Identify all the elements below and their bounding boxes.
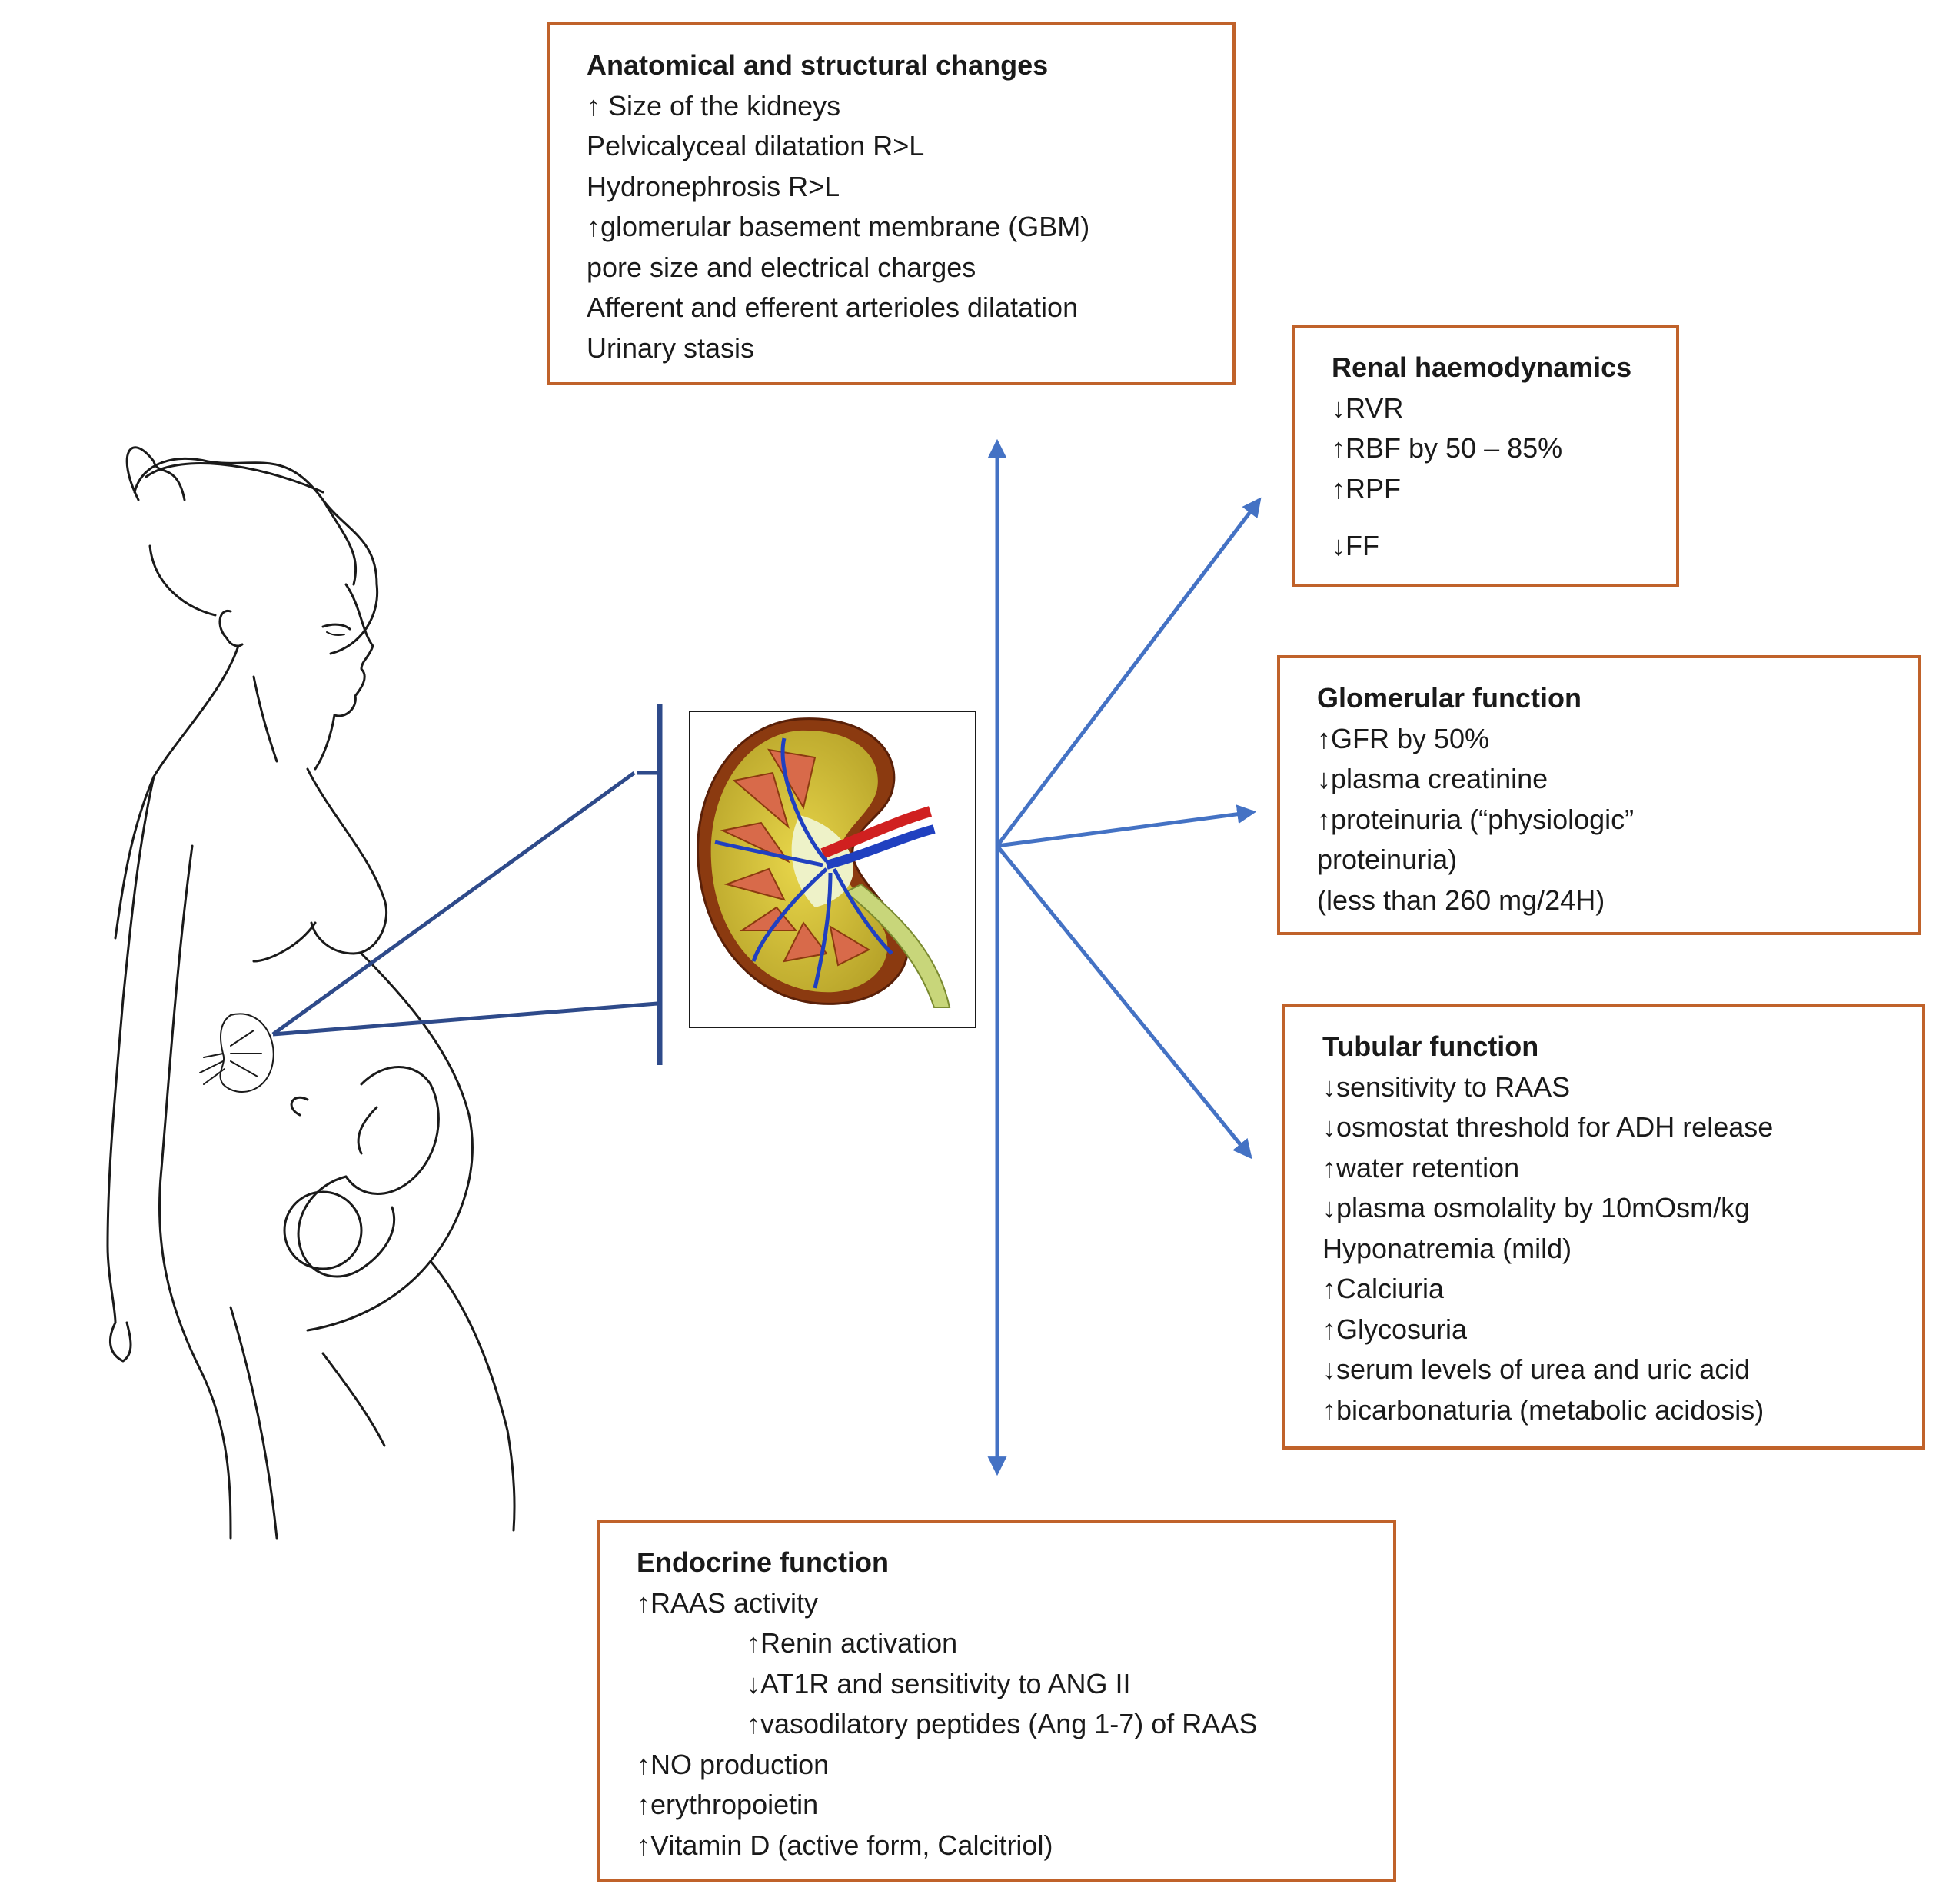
box-line: ↑proteinuria (“physiologic” (1317, 803, 1635, 835)
box-line: ↑bicarbonaturia (metabolic acidosis) (1322, 1393, 1764, 1426)
box-line: Pelvicalyceal dilatation R>L (587, 130, 925, 161)
box-line: ↓RVR (1332, 391, 1404, 424)
box-line: ↑Renin activation (747, 1627, 958, 1659)
box-title: Glomerular function (1317, 682, 1582, 714)
box-line: ↓AT1R and sensitivity to ANG II (747, 1667, 1131, 1699)
box-line: ↓sensitivity to RAAS (1322, 1070, 1571, 1103)
box-line: ↓serum levels of urea and uric acid (1322, 1353, 1751, 1385)
box-line: ↑NO production (637, 1748, 830, 1780)
box-line: (less than 260 mg/24H) (1317, 884, 1605, 916)
box-title: Tubular function (1322, 1030, 1539, 1062)
box-line: Hyponatremia (mild) (1322, 1232, 1572, 1264)
box-line: Afferent and efferent arterioles dilatat… (587, 291, 1079, 323)
zoom-lines (271, 704, 663, 1065)
endocrine-function-box: Endocrine function ↑RAAS activity ↑Renin… (597, 1520, 1396, 1882)
box-line: ↑Vitamin D (active form, Calcitriol) (637, 1829, 1053, 1861)
anatomical-changes-box: Anatomical and structural changes ↑ Size… (547, 22, 1236, 385)
box-line: ↓plasma creatinine (1317, 763, 1548, 794)
box-title: Anatomical and structural changes (587, 49, 1049, 81)
box-line: ↑vasodilatory peptides (Ang 1-7) of RAAS (747, 1708, 1258, 1739)
box-line: ↓FF (1332, 530, 1379, 561)
arrow-glomerular (996, 804, 1257, 848)
box-line: Urinary stasis (587, 331, 755, 364)
connector-arrows (987, 438, 1262, 1476)
box-line: ↑RBF by 50 – 85% (1332, 432, 1563, 464)
box-line: ↑RAAS activity (637, 1586, 819, 1619)
box-title: Endocrine function (637, 1546, 889, 1578)
box-title: Renal haemodynamics (1332, 351, 1632, 383)
glomerular-function-box: Glomerular function ↑GFR by 50% ↓plasma … (1277, 655, 1921, 935)
pregnant-woman-sketch (106, 446, 516, 1540)
box-line: ↑GFR by 50% (1317, 722, 1490, 754)
arrow-tubular (996, 844, 1252, 1160)
box-line: pore size and electrical charges (587, 251, 976, 283)
box-line: proteinuria) (1317, 844, 1458, 875)
kidney-cross-section-illustration (689, 711, 976, 1028)
box-line: ↑erythropoietin (637, 1789, 819, 1820)
box-line: Hydronephrosis R>L (587, 170, 840, 202)
tubular-function-box: Tubular function ↓sensitivity to RAAS ↓o… (1282, 1004, 1925, 1450)
arrow-renal (996, 497, 1262, 847)
box-line: ↑ Size of the kidneys (587, 89, 841, 121)
box-line: ↓osmostat threshold for ADH release (1322, 1111, 1774, 1143)
box-line: ↑water retention (1322, 1151, 1520, 1183)
box-line: ↑glomerular basement membrane (GBM) (587, 211, 1090, 242)
box-line: ↑Calciuria (1322, 1273, 1445, 1304)
box-line: ↑RPF (1332, 472, 1401, 504)
box-line: ↓plasma osmolality by 10mOsm/kg (1322, 1192, 1751, 1223)
renal-haemodynamics-box: Renal haemodynamics ↓RVR ↑RBF by 50 – 85… (1292, 325, 1679, 587)
box-line: ↑Glycosuria (1322, 1313, 1468, 1345)
